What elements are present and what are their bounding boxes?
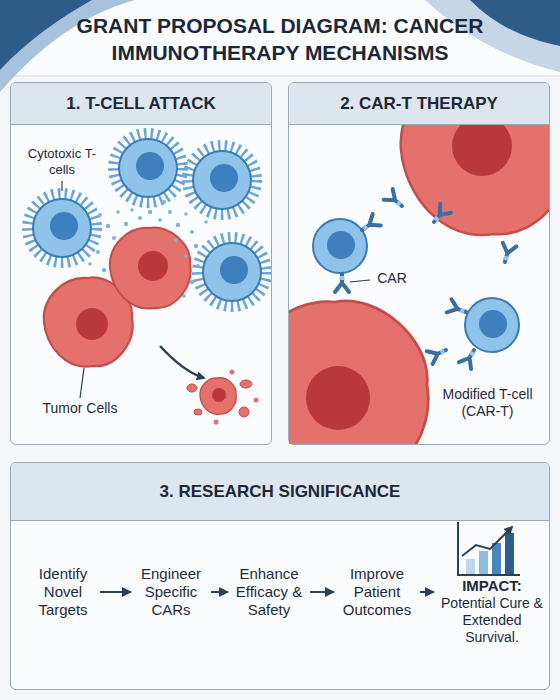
section-panel: 3. RESEARCH SIGNIFICANCE Identify Novel T… (10, 462, 550, 690)
illustration-label: Cytotoxic T-cells (22, 146, 102, 177)
step-text: Engineer Specific CARs (134, 565, 208, 619)
illustration-label: CAR (372, 270, 412, 287)
impact-box: IMPACT:Potential Cure & Extended Surviva… (437, 577, 547, 649)
process-step: Improve Patient Outcomes (337, 559, 417, 625)
panel-heading: 3. RESEARCH SIGNIFICANCE (11, 463, 549, 521)
corner-swoosh (470, 0, 560, 46)
panel-heading: 2. CAR-T THERAPY (289, 83, 549, 125)
impact-heading: IMPACT: (462, 577, 522, 595)
panel-heading: 1. T-CELL ATTACK (11, 83, 271, 125)
page-title: GRANT PROPOSAL DIAGRAM: CANCER IMMUNOTHE… (30, 12, 530, 67)
step-text: Enhance Efficacy & Safety (231, 565, 307, 619)
process-step: Engineer Specific CARs (134, 559, 208, 625)
process-step: Identify Novel Targets (29, 559, 97, 625)
illustration-label: Modified T-cell (CAR-T) (425, 386, 550, 420)
section-panel: 1. T-CELL ATTACK (10, 82, 272, 445)
step-text: Identify Novel Targets (29, 565, 97, 619)
step-text: Improve Patient Outcomes (337, 565, 417, 619)
title-band (0, 0, 560, 76)
car-t-art (289, 125, 549, 444)
illustration-label: Tumor Cells (30, 400, 130, 417)
title-divider (0, 76, 560, 77)
process-step: Enhance Efficacy & Safety (231, 559, 307, 625)
impact-text: Potential Cure & Extended Survival. (437, 595, 547, 645)
